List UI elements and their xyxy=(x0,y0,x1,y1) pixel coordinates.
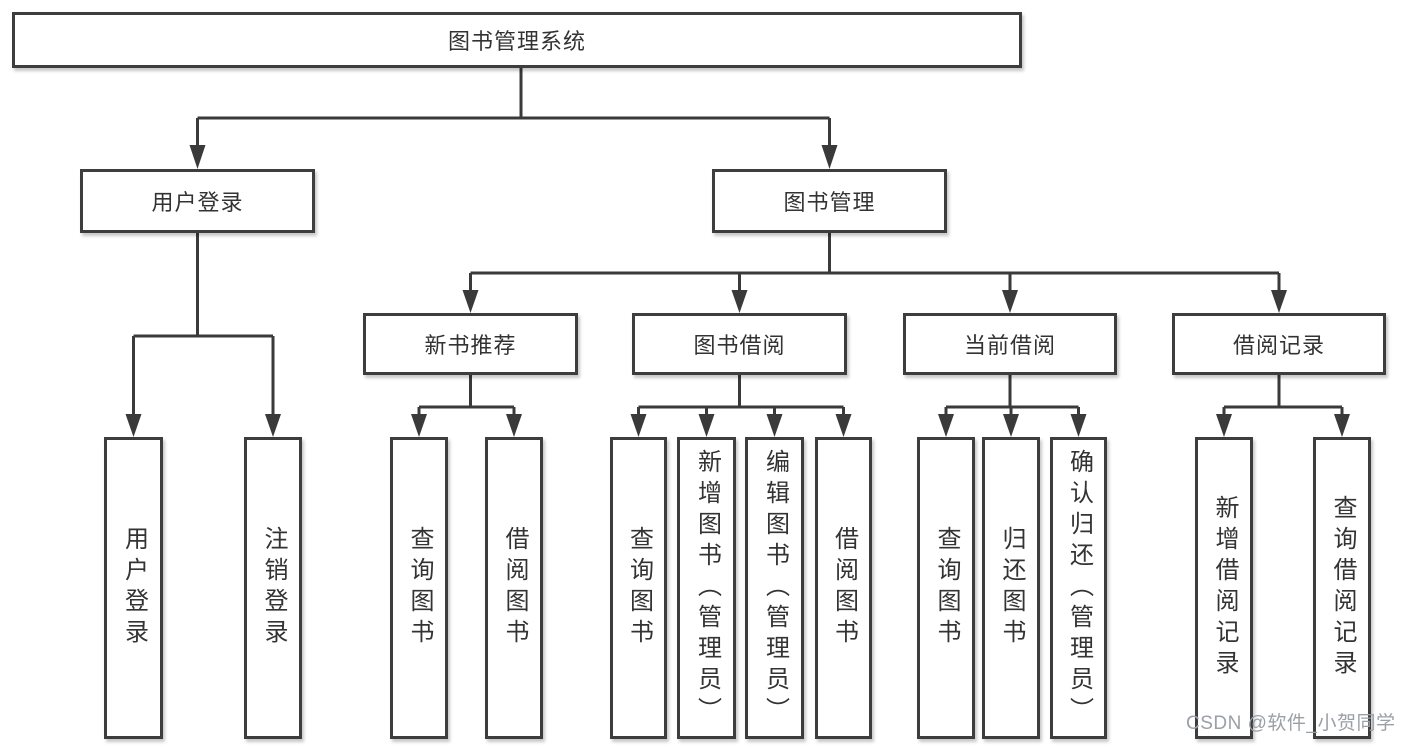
leaf-query-books-borrow: 查询图书 xyxy=(610,437,667,739)
leaf-edit-books-admin: 编辑图书（管理员） xyxy=(745,437,804,739)
leaf-query-books-current: 查询图书 xyxy=(917,437,975,739)
node-library-management-system: 图书管理系统 xyxy=(12,12,1022,68)
leaf-logout: 注销登录 xyxy=(244,437,302,739)
node-current-borrowing: 当前借阅 xyxy=(903,313,1117,375)
leaf-query-borrow-record: 查询借阅记录 xyxy=(1313,437,1371,739)
leaf-confirm-return-admin: 确认归还（管理员） xyxy=(1050,437,1107,739)
node-book-management: 图书管理 xyxy=(712,169,947,233)
leaf-query-books-recommend: 查询图书 xyxy=(390,437,448,739)
node-new-book-recommendation: 新书推荐 xyxy=(363,313,578,375)
node-borrowing-records: 借阅记录 xyxy=(1172,313,1386,375)
connector-lines xyxy=(132,68,1344,417)
leaf-add-borrow-record: 新增借阅记录 xyxy=(1195,437,1253,739)
leaf-add-books-admin: 新增图书（管理员） xyxy=(677,437,736,739)
node-book-borrowing: 图书借阅 xyxy=(632,313,847,375)
csdn-watermark: CSDN @软件_小贺同学 xyxy=(1186,713,1396,734)
leaf-user-login: 用户登录 xyxy=(104,437,163,739)
leaf-borrow-books-recommend: 借阅图书 xyxy=(485,437,543,739)
leaf-return-books: 归还图书 xyxy=(982,437,1040,739)
arrowheads xyxy=(125,145,1350,437)
leaf-borrow-books: 借阅图书 xyxy=(815,437,872,739)
node-user-login: 用户登录 xyxy=(80,169,315,233)
